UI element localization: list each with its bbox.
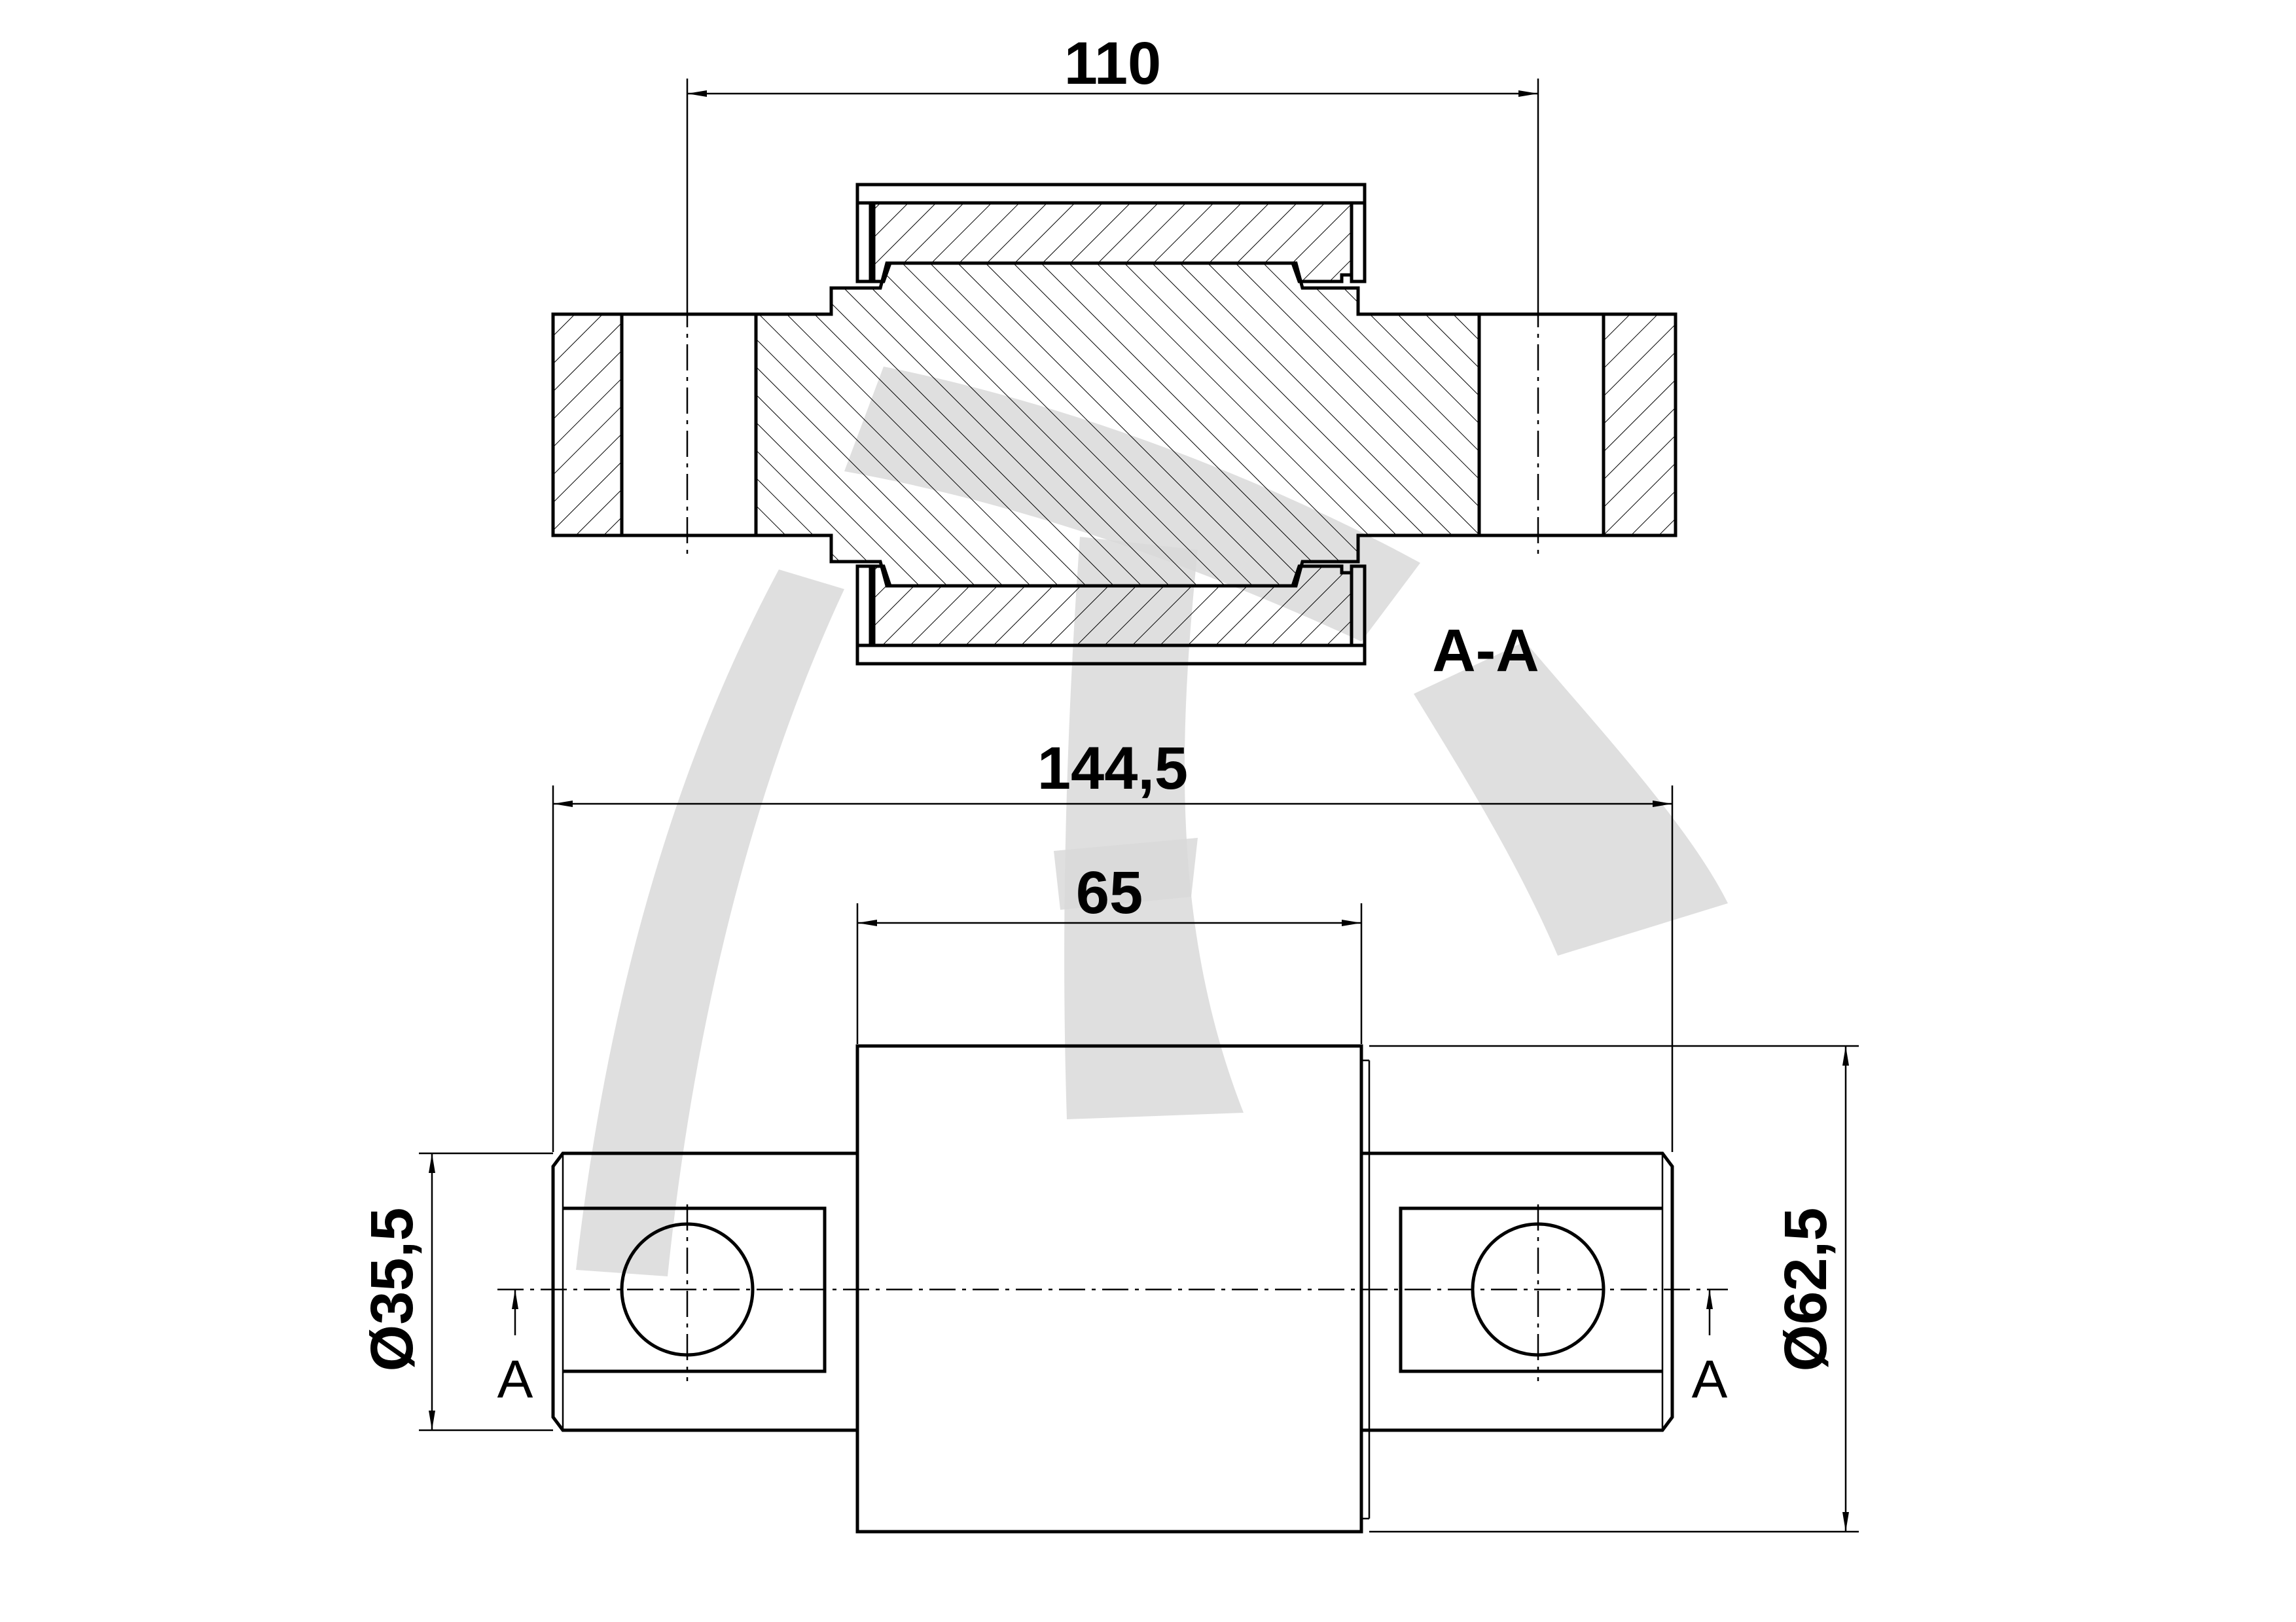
right-eye-hole	[1477, 312, 1605, 537]
pin-end-right	[1359, 1151, 1674, 1432]
dim-eye-distance: 110	[1064, 30, 1161, 97]
sleeve-cap-right	[1350, 201, 1367, 283]
sleeve-cap-left-bottom	[855, 564, 872, 647]
left-eye-section	[551, 312, 624, 537]
cut-marker-right: A	[1692, 1350, 1728, 1409]
sleeve-cap-right-bottom	[1350, 564, 1367, 647]
bushing-sleeve	[855, 183, 1367, 205]
section-view: 110 A-A	[551, 30, 1677, 684]
sleeve-cap-left	[855, 201, 872, 283]
dim-bushing-diameter: Ø62,5	[1772, 1208, 1839, 1372]
right-eye-flat	[1399, 1206, 1662, 1373]
side-view: 144,5 65 Ø35,5 Ø	[359, 735, 1859, 1534]
right-eye-section	[1602, 312, 1677, 537]
dim-bushing-length: 65	[1076, 859, 1143, 926]
dim-overall-length: 144,5	[1037, 735, 1188, 802]
cut-marker-left: A	[497, 1350, 533, 1409]
dim-pin-diameter: Ø35,5	[359, 1208, 425, 1372]
section-label: A-A	[1432, 617, 1539, 684]
left-eye-hole	[620, 312, 758, 537]
